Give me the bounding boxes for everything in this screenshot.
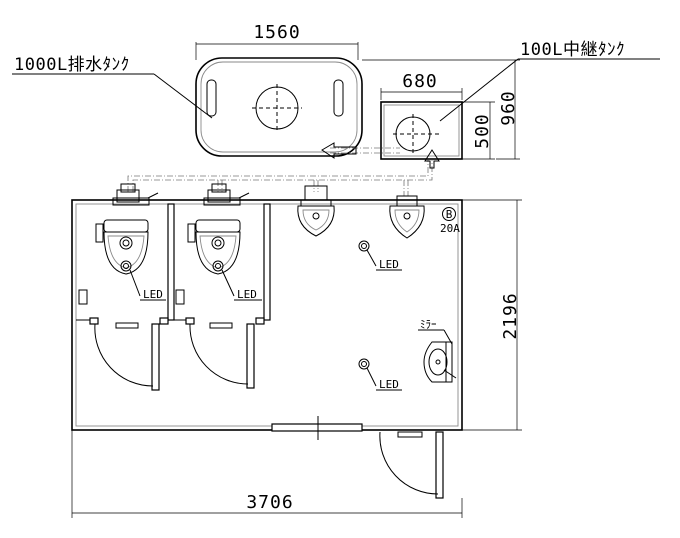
main-led-1-label: LED: [379, 258, 399, 271]
transfer-pipe: [321, 142, 400, 159]
unit-height-dim: 2196: [500, 292, 521, 339]
breaker-rating: 20A: [440, 222, 460, 235]
stall-partitions: [76, 203, 271, 325]
urinal-2: [389, 195, 425, 239]
stall-1-led-label: LED: [143, 288, 163, 301]
stall-2-led-icon: [212, 260, 224, 272]
unit-width-dimension: 3706: [71, 430, 463, 518]
urinal-1: [297, 185, 335, 237]
svg-text:1000L排水ﾀﾝｸ: 1000L排水ﾀﾝｸ: [14, 55, 130, 75]
stall-1: LED: [78, 183, 166, 391]
relay-tank-inner-dim: 500: [472, 113, 493, 149]
stall-2: LED: [175, 183, 262, 389]
drain-tank: 1560: [195, 22, 363, 157]
toilet-2-flush-icon: [211, 236, 225, 250]
main-led-1-icon: [358, 240, 370, 252]
hand-basin: ﾐﾗｰ: [418, 318, 457, 383]
entrance-door: [379, 431, 444, 499]
main-led-2: LED: [358, 358, 402, 391]
toilet-1-flush-icon: [119, 236, 133, 250]
drain-tank-width-dim: 1560: [253, 22, 300, 43]
unit-height-dimension: 2196: [462, 199, 522, 431]
main-led-2-icon: [358, 358, 370, 370]
relay-tank-label: 100L中継ﾀﾝｸ: [439, 40, 660, 122]
stall-2-led-label: LED: [237, 288, 257, 301]
stall-1-led-icon: [120, 260, 132, 272]
mirror-label: ﾐﾗｰ: [420, 318, 437, 331]
bottom-window: [271, 416, 363, 440]
main-led-1: LED: [358, 240, 402, 271]
drain-tank-label: 1000L排水ﾀﾝｸ: [12, 55, 213, 119]
breaker-icon: [442, 207, 456, 221]
svg-text:100L中継ﾀﾝｸ: 100L中継ﾀﾝｸ: [520, 40, 625, 60]
breaker-symbol: B: [446, 208, 453, 221]
waste-piping: [127, 149, 440, 196]
relay-tank-outer-dim: 960: [498, 90, 519, 126]
unit-width-dim: 3706: [246, 492, 293, 513]
breaker: B 20A: [440, 207, 460, 235]
relay-tank: 680 500 960: [362, 59, 520, 160]
main-led-2-label: LED: [379, 378, 399, 391]
relay-tank-width-dim: 680: [402, 71, 438, 92]
